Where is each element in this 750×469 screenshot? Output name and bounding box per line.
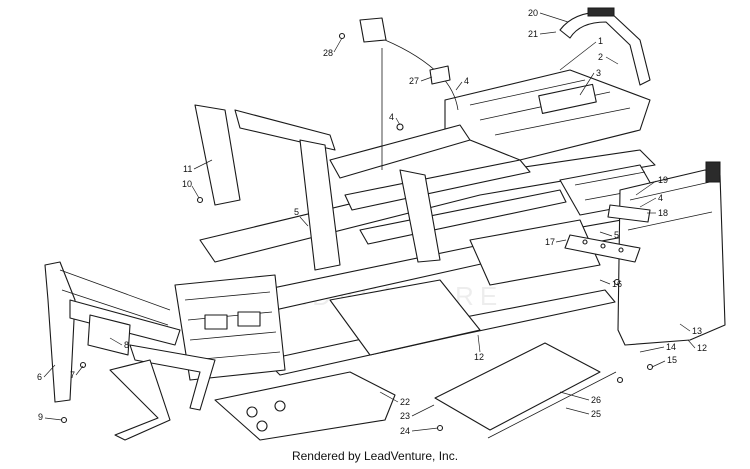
callout-23: 23: [400, 411, 410, 421]
callout-28: 28: [323, 48, 333, 58]
cable-harness: [359, 17, 459, 170]
mounting-brackets: [564, 204, 651, 263]
rear-rops-hoop: [559, 7, 651, 86]
callout-26: 26: [591, 395, 601, 405]
callout-21: 21: [528, 29, 538, 39]
callout-22: 22: [400, 397, 410, 407]
callout-9: 9: [38, 412, 43, 422]
callout-20: 20: [528, 8, 538, 18]
callout-2: 2: [598, 52, 603, 62]
callout-27: 27: [409, 76, 419, 86]
callout-16: 16: [612, 279, 622, 289]
callout-1: 1: [598, 36, 603, 46]
callout-18: 18: [658, 208, 668, 218]
callout-15: 15: [667, 355, 677, 365]
callout-4-mid: 4: [389, 112, 394, 122]
skid-plate-front: [214, 371, 396, 441]
callout-13: 13: [692, 326, 702, 336]
callout-17: 17: [545, 237, 555, 247]
callout-3: 3: [596, 68, 601, 78]
footer-credit: Rendered by LeadVenture, Inc.: [291, 449, 459, 463]
callout-6: 6: [37, 372, 42, 382]
skid-plate-rear: [434, 342, 617, 439]
callout-19: 19: [658, 175, 668, 185]
callout-14: 14: [666, 342, 676, 352]
callout-12-right: 12: [697, 343, 707, 353]
callout-4-right: 4: [658, 193, 663, 203]
callout-11: 11: [183, 164, 192, 174]
main-frame: [174, 69, 661, 381]
callout-25: 25: [591, 409, 601, 419]
callout-4-top: 4: [464, 76, 469, 86]
front-bumper-assembly: [44, 261, 216, 441]
callout-10: 10: [182, 179, 192, 189]
callout-8: 8: [124, 340, 129, 350]
callout-12-center: 12: [474, 352, 484, 362]
callout-5-right: 5: [614, 230, 619, 240]
callout-5-left: 5: [294, 207, 299, 217]
callout-24: 24: [400, 426, 410, 436]
callout-7: 7: [70, 370, 75, 380]
callout-labels: 1 2 3 4 4 4 5 5 6 7 8 9 10: [37, 8, 707, 436]
